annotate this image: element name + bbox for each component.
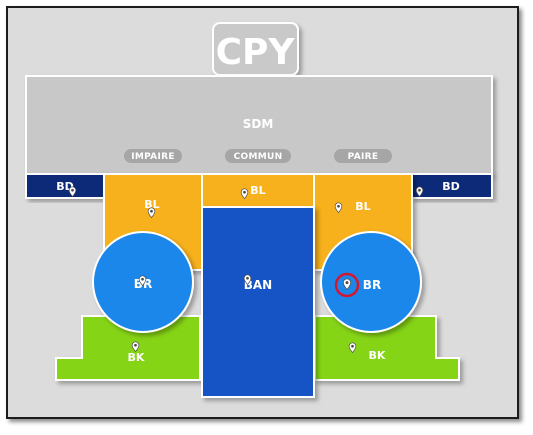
br-right-label: BR [363,278,381,292]
bl-right-label: BL [355,200,370,213]
bd-right-zone[interactable]: BD [411,173,493,199]
bl-center-label: BL [250,184,265,197]
bk-left-zone[interactable]: BK [55,315,201,381]
bl-center-zone[interactable]: BL [201,173,315,208]
title-box: CPY [212,22,299,76]
bl-left-label: BL [144,198,159,211]
bk-left-label: BK [128,351,145,364]
ban-zone[interactable]: BAN [201,206,315,398]
pill-paire[interactable]: PAIRE [334,149,392,163]
stadium-map: CPY SDM IMPAIRE COMMUN PAIRE BD BD BK BK [25,22,493,398]
pill-impaire-label: IMPAIRE [131,152,175,162]
br-right-zone[interactable]: BR [320,231,422,333]
br-left-zone[interactable]: BR [92,231,194,333]
pill-commun-label: COMMUN [234,152,283,162]
bd-right-label: BD [442,180,460,193]
title-text: CPY [216,32,296,73]
pill-impaire[interactable]: IMPAIRE [124,149,182,163]
pill-paire-label: PAIRE [348,152,379,162]
bk-right-label: BK [369,349,386,362]
ban-label: BAN [244,278,272,292]
bd-left-zone[interactable]: BD [25,173,105,199]
diagram-frame: CPY SDM IMPAIRE COMMUN PAIRE BD BD BK BK [6,6,519,419]
pill-commun[interactable]: COMMUN [225,149,291,163]
selected-pin-ring [334,272,360,298]
sdm-label: SDM [243,117,274,131]
